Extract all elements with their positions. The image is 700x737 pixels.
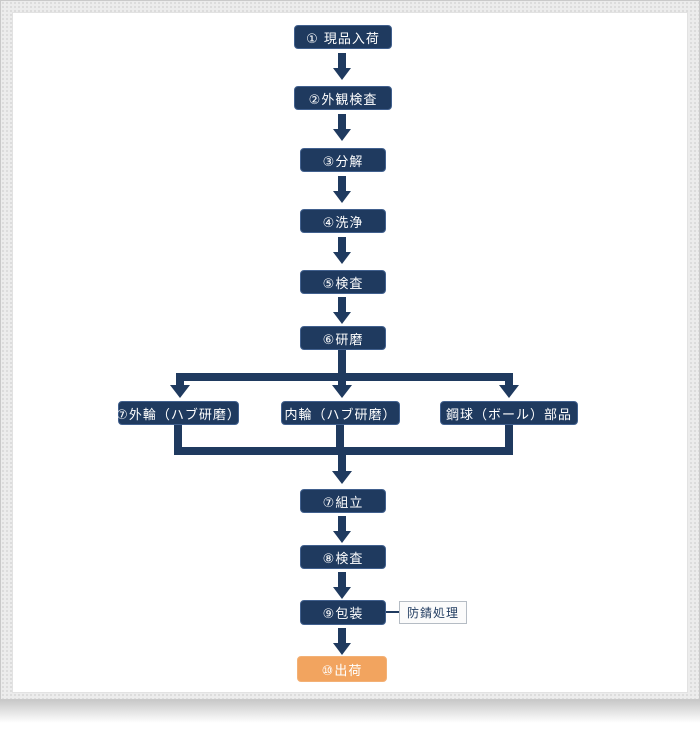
split-left-arrowhead — [170, 385, 190, 398]
flow-step-6-grinding: ⑥研磨 — [300, 326, 386, 350]
split-right-stub — [505, 381, 513, 386]
split-bar — [176, 373, 513, 381]
flow-step-1-arrival: ① 現品入荷 — [294, 25, 392, 49]
branch-ball-parts: 鋼球（ボール）部品 — [440, 401, 578, 425]
flow-step-7-assembly: ⑦組立 — [300, 489, 386, 513]
side-note-connector — [386, 611, 399, 613]
flow-step-3-disassembly: ③分解 — [300, 148, 386, 172]
flow-step-5-inspection: ⑤検査 — [300, 270, 386, 294]
side-note-rust-prevention: 防錆処理 — [399, 601, 467, 624]
split-stem — [338, 350, 346, 385]
split-left-stub — [176, 381, 184, 386]
merge-left-stub — [174, 425, 182, 455]
split-right-arrowhead — [499, 385, 519, 398]
branch-outer-ring: ⑦外輪（ハブ研磨） — [116, 401, 240, 425]
branch-inner-ring: 内輪（ハブ研磨） — [281, 401, 400, 425]
split-center-arrowhead — [332, 385, 352, 398]
merge-arrowhead — [332, 471, 352, 484]
flow-step-2-visual-inspection: ②外観検査 — [294, 86, 392, 110]
merge-right-stub — [505, 425, 513, 455]
flow-step-4-washing: ④洗浄 — [300, 209, 386, 233]
flow-step-9-packaging: ⑨包装 — [300, 600, 386, 625]
merge-bar — [174, 447, 513, 455]
page-surface — [12, 12, 688, 693]
bottom-drop-shadow — [0, 700, 700, 737]
merge-down-shaft — [338, 455, 346, 472]
flow-step-10-shipping: ⑩出荷 — [297, 656, 387, 682]
merge-center-stub — [336, 425, 344, 455]
flow-step-8-inspection: ⑧検査 — [300, 545, 386, 569]
